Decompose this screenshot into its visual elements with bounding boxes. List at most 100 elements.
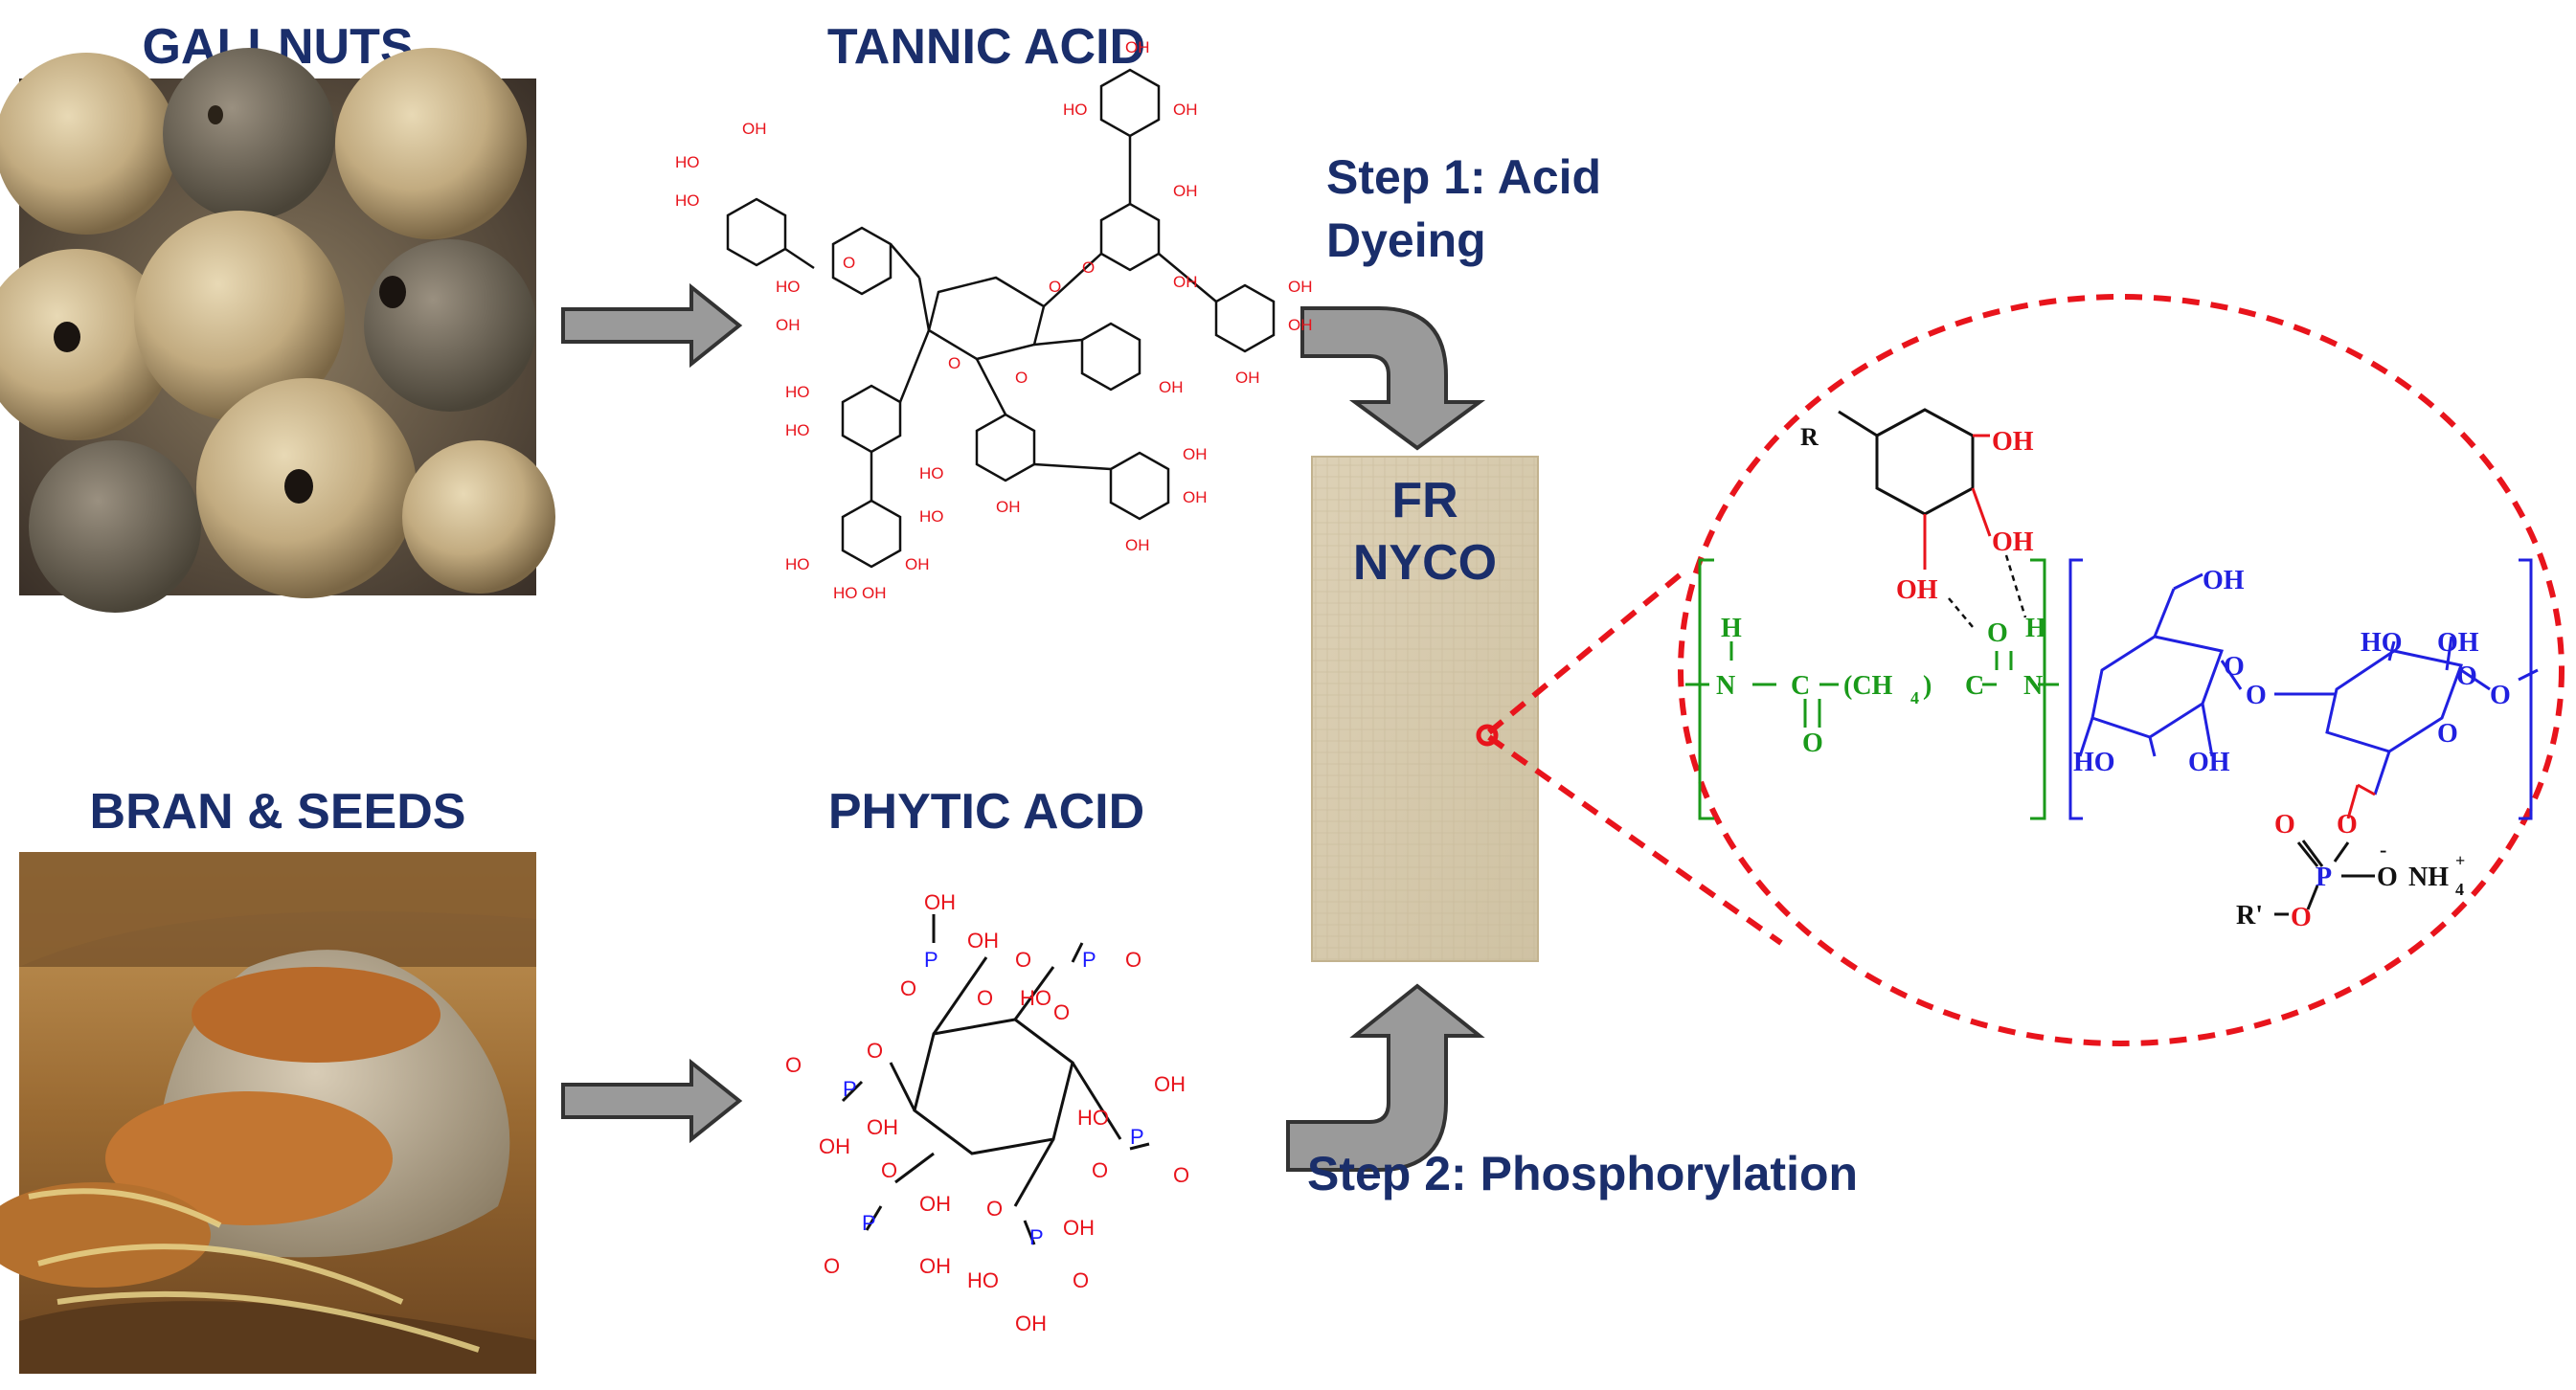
svg-text:O: O <box>1053 1000 1070 1024</box>
svg-text:4: 4 <box>2455 880 2464 899</box>
svg-text:OH: OH <box>1173 273 1198 291</box>
svg-text:OH: OH <box>776 316 801 334</box>
svg-text:O: O <box>2246 681 2267 710</box>
svg-text:+: + <box>2455 851 2465 870</box>
svg-text:P: P <box>862 1211 876 1235</box>
zoom-oh-3: OH <box>1896 575 1938 605</box>
cellulose-bracket <box>2068 558 2539 820</box>
svg-text:OH: OH <box>1063 1216 1095 1240</box>
svg-text:O: O <box>867 1039 883 1063</box>
svg-text:O: O <box>1015 369 1028 387</box>
svg-text:HO: HO <box>1063 101 1088 119</box>
svg-text:P: P <box>843 1077 857 1101</box>
svg-text:HO: HO <box>776 278 801 296</box>
svg-text:HO: HO <box>967 1268 999 1292</box>
svg-text:HO: HO <box>919 507 944 526</box>
svg-text:): ) <box>1923 671 1932 701</box>
svg-text:HO: HO <box>919 464 944 482</box>
svg-text:OH: OH <box>919 1192 951 1216</box>
svg-text:O: O <box>2291 903 2312 932</box>
svg-text:OH: OH <box>867 1115 898 1139</box>
svg-text:OH: OH <box>1235 369 1260 387</box>
svg-text:O: O <box>900 976 916 1000</box>
svg-text:O: O <box>1015 948 1031 972</box>
svg-text:OH: OH <box>2437 628 2479 658</box>
svg-text:OH: OH <box>1125 38 1150 56</box>
svg-text:OH: OH <box>1183 445 1208 463</box>
svg-text:O: O <box>1082 258 1095 277</box>
svg-text:O: O <box>2377 863 2398 892</box>
gallnuts-photo <box>0 48 555 613</box>
svg-text:HO: HO <box>785 383 810 401</box>
svg-text:OH: OH <box>2188 748 2230 777</box>
arrow-step1 <box>1300 306 1486 451</box>
svg-text:O: O <box>2456 661 2477 691</box>
svg-text:HO: HO <box>675 153 700 171</box>
svg-text:NH: NH <box>2408 863 2449 892</box>
nylon-bracket <box>1685 558 2059 820</box>
svg-text:HO: HO <box>675 191 700 210</box>
svg-text:O: O <box>1802 729 1823 758</box>
svg-text:O: O <box>977 986 993 1010</box>
svg-text:OH: OH <box>1159 378 1184 396</box>
svg-text:C: C <box>1791 671 1810 701</box>
tannic-oh-groups: OH HO HO HO OH HO OH OH OH OH OH OH OH O… <box>675 38 1313 602</box>
nylon-repeat-unit: H N C O (CH 4 ) C O H N <box>1716 614 2046 758</box>
phytic-groups: OH OH O P O O P O HO O O O P OH OH OH HO… <box>785 890 1189 1335</box>
bran-seeds-photo <box>0 852 536 1374</box>
step2-label: Step 2: Phosphorylation <box>1307 1147 1858 1200</box>
svg-text:H: H <box>1721 614 1742 643</box>
arrow-gallnuts-to-tannic <box>561 282 743 369</box>
svg-text:P: P <box>1130 1125 1144 1149</box>
svg-text:OH: OH <box>1288 278 1313 296</box>
svg-text:HO: HO <box>1020 986 1051 1010</box>
svg-text:HO: HO <box>2361 628 2403 658</box>
svg-text:O: O <box>986 1197 1003 1221</box>
hydrogen-bonds <box>1948 554 2027 628</box>
svg-text:O: O <box>948 354 960 372</box>
svg-text:HO: HO <box>785 555 810 573</box>
phosphate-ester-group: O O P O - NH 4 + O R' <box>2236 810 2465 932</box>
arrow-bran-to-phytic <box>561 1058 743 1144</box>
svg-text:HO: HO <box>1077 1106 1109 1130</box>
svg-text:O: O <box>1125 948 1141 972</box>
svg-text:O: O <box>824 1254 840 1278</box>
svg-text:O: O <box>1073 1268 1089 1292</box>
svg-text:OH: OH <box>996 498 1021 516</box>
svg-text:4: 4 <box>1910 688 1919 707</box>
svg-text:HO: HO <box>833 584 858 602</box>
svg-text:O: O <box>2274 810 2295 840</box>
svg-text:P: P <box>1082 948 1096 972</box>
svg-text:P: P <box>1029 1225 1044 1249</box>
svg-text:(CH: (CH <box>1843 671 1893 701</box>
svg-text:OH: OH <box>1154 1072 1186 1096</box>
svg-text:OH: OH <box>905 555 930 573</box>
zoom-oh-2: OH <box>1992 527 2034 557</box>
svg-text:N: N <box>2023 671 2043 701</box>
svg-text:OH: OH <box>1125 536 1150 554</box>
svg-text:O: O <box>1173 1163 1189 1187</box>
svg-text:O: O <box>2224 652 2245 682</box>
svg-text:O: O <box>2490 681 2511 710</box>
svg-text:OH: OH <box>2203 566 2245 595</box>
svg-text:R': R' <box>2236 901 2263 930</box>
svg-text:OH: OH <box>862 584 887 602</box>
svg-text:C: C <box>1965 671 1984 701</box>
svg-text:O: O <box>881 1158 897 1182</box>
phytic-acid-structure <box>841 914 1150 1245</box>
svg-text:HO: HO <box>2073 748 2115 777</box>
svg-text:O: O <box>2437 719 2458 749</box>
phytic-acid-title: PHYTIC ACID <box>828 784 1144 840</box>
svg-text:O: O <box>1987 618 2008 648</box>
svg-text:OH: OH <box>919 1254 951 1278</box>
svg-text:HO: HO <box>785 421 810 439</box>
arrow-step2 <box>1286 983 1485 1172</box>
svg-text:N: N <box>1716 671 1735 701</box>
cellulose-repeat-unit: OH O O HO OH HO OH O O O <box>2073 566 2511 777</box>
svg-text:OH: OH <box>1015 1312 1047 1335</box>
step1-label-line2: Dyeing <box>1326 213 1486 267</box>
svg-text:P: P <box>924 948 938 972</box>
svg-text:O: O <box>785 1053 802 1077</box>
svg-text:O: O <box>1092 1158 1108 1182</box>
